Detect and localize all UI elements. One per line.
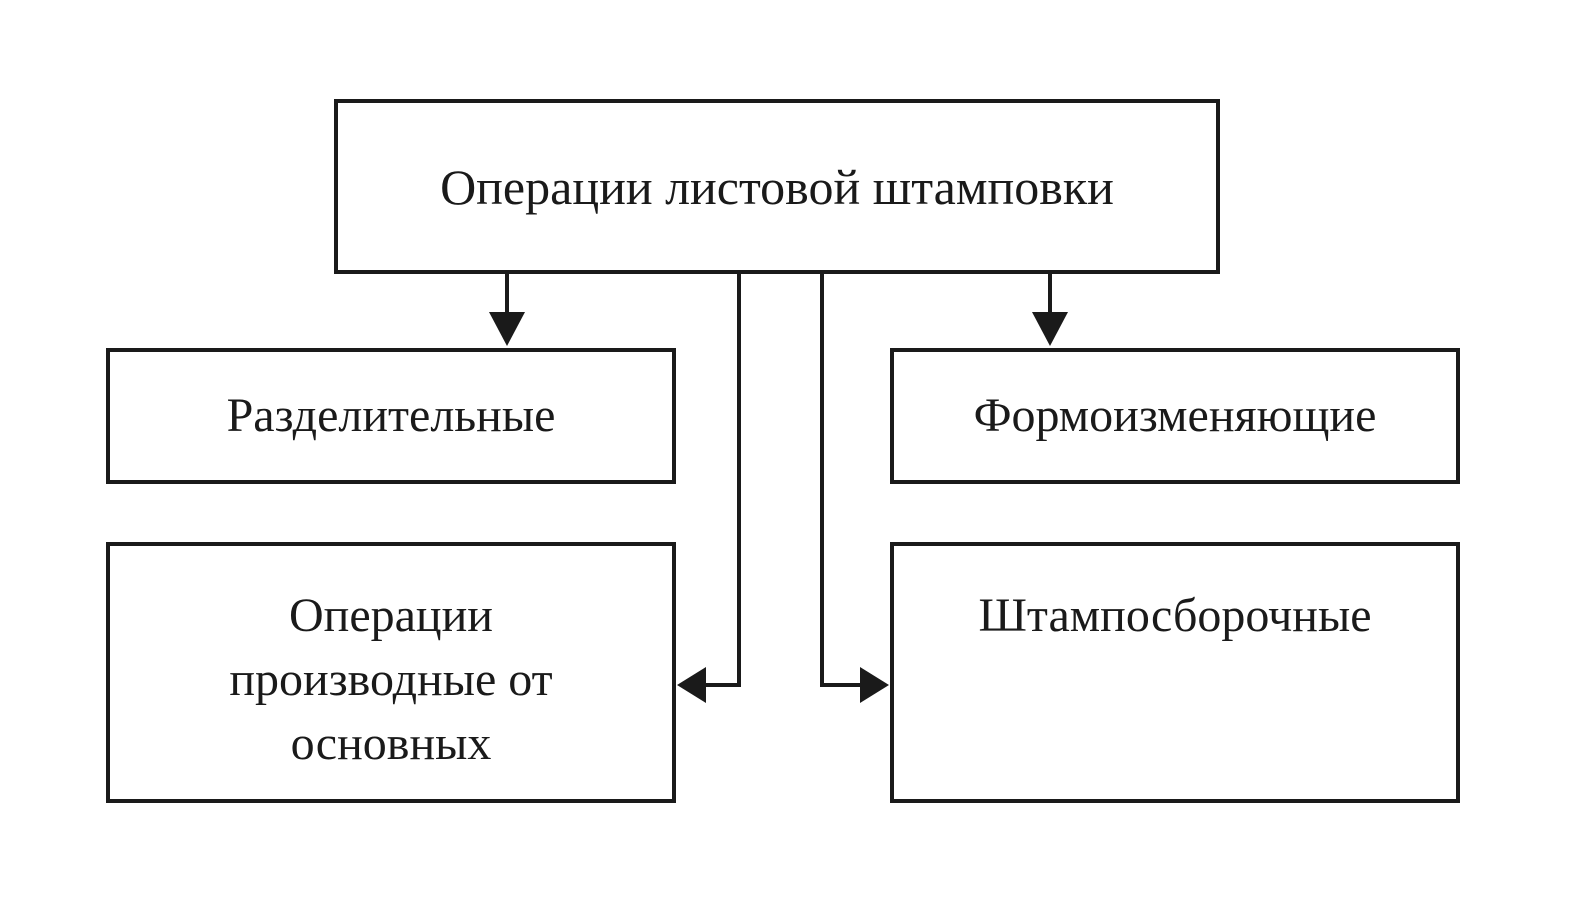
node-derived-line: основных (290, 717, 492, 770)
node-derived-line: Операции (288, 589, 493, 642)
edge-root-derived (704, 274, 741, 687)
root-node-label: Операции листовой штамповки (440, 158, 1114, 215)
node-forming-label: Формоизменяющие (973, 389, 1377, 442)
arrowhead-derived (677, 667, 706, 703)
node-separating-label: Разделительные (226, 389, 556, 442)
node-derived: Операции производные от основных (106, 542, 676, 803)
node-separating: Разделительные (106, 348, 676, 484)
node-derived-label: Операции производные от основных (229, 584, 552, 776)
arrowhead-separating (489, 312, 525, 346)
node-assembly: Штампосборочные (890, 542, 1460, 803)
arrowhead-assembly (860, 667, 889, 703)
edge-root-assembly (820, 274, 862, 687)
root-node: Операции листовой штамповки (334, 99, 1220, 274)
arrowhead-forming (1032, 312, 1068, 346)
node-assembly-label: Штампосборочные (978, 589, 1372, 642)
node-derived-line: производные от (229, 653, 553, 706)
node-forming: Формоизменяющие (890, 348, 1460, 484)
